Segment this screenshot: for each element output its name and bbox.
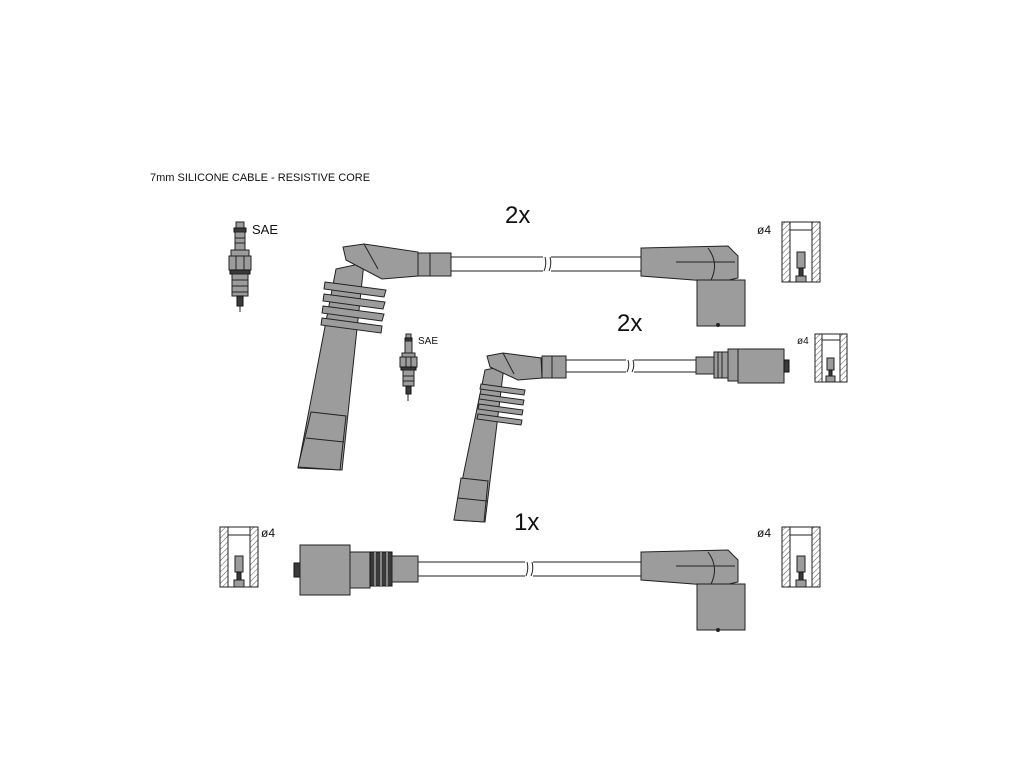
terminal-detail-icon-bottom-right bbox=[781, 526, 821, 588]
boot-terminal bbox=[453, 477, 489, 523]
sae-label-large: SAE bbox=[252, 222, 278, 237]
terminal-detail-icon-bottom-left bbox=[219, 526, 259, 588]
terminal-detail-icon-top bbox=[781, 221, 821, 283]
ignition-lead-top bbox=[297, 221, 821, 471]
ignition-lead-bottom bbox=[219, 526, 821, 632]
coil-connector-angled bbox=[640, 549, 739, 587]
quantity-label-bottom: 1x bbox=[514, 509, 539, 536]
diameter-label-bottom-right: ø4 bbox=[757, 526, 771, 540]
coil-connector-straight bbox=[695, 348, 790, 384]
quantity-label-middle: 2x bbox=[617, 310, 642, 337]
coil-connector-angled bbox=[640, 245, 739, 283]
diagram-title: 7mm SILICONE CABLE - RESISTIVE CORE bbox=[150, 172, 370, 184]
boot-terminal bbox=[297, 411, 347, 471]
coil-connector-straight bbox=[293, 544, 419, 596]
terminal-detail-icon-middle bbox=[814, 333, 848, 383]
spark-plug-icon-large bbox=[228, 221, 252, 312]
quantity-label-top: 2x bbox=[505, 202, 530, 229]
diameter-label-bottom-left: ø4 bbox=[261, 526, 275, 540]
diameter-label-middle: ø4 bbox=[797, 336, 809, 347]
spark-plug-icon-small bbox=[399, 333, 418, 401]
sae-label-small: SAE bbox=[418, 336, 438, 347]
diameter-label-top: ø4 bbox=[757, 223, 771, 237]
ignition-lead-middle bbox=[453, 333, 848, 523]
